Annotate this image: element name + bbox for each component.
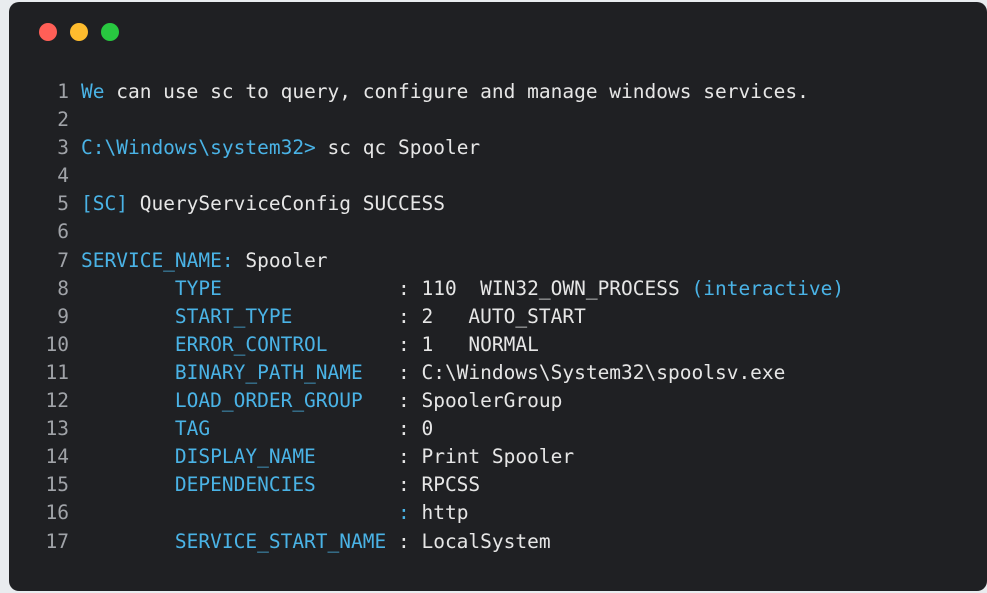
code-line: 8 TYPE : 110 WIN32_OWN_PROCESS (interact…: [9, 275, 987, 303]
line-text: We can use sc to query, configure and ma…: [81, 78, 809, 106]
line-text: DEPENDENCIES : RPCSS: [81, 471, 480, 499]
plain-text: can use sc to query, configure and manag…: [104, 80, 809, 103]
plain-text: http: [409, 501, 469, 525]
line-text: LOAD_ORDER_GROUP : SpoolerGroup: [81, 387, 562, 415]
keyword-text: C:\Windows\system32>: [81, 136, 316, 160]
code-line: 9 START_TYPE : 2 AUTO_START: [9, 303, 987, 331]
plain-text: sc qc Spooler: [315, 136, 481, 160]
line-number: 3: [57, 136, 69, 160]
plain-text: : Print Spooler: [397, 445, 575, 469]
code-line: 5 [SC] QueryServiceConfig SUCCESS: [9, 190, 987, 218]
code-block: 1 We can use sc to query, configure and m…: [9, 78, 987, 556]
line-text: START_TYPE : 2 AUTO_START: [81, 303, 586, 331]
line-number: 6: [57, 220, 69, 244]
plain-text: : C:\Windows\System32\spoolsv.exe: [397, 360, 786, 384]
line-number: 13: [45, 417, 69, 441]
line-number: 7: [57, 248, 69, 272]
code-line: 16 : http: [9, 499, 987, 527]
close-button[interactable]: [39, 23, 57, 41]
line-text: TAG : 0: [81, 415, 433, 443]
plain-text: : 0: [397, 417, 434, 441]
code-line: 12 LOAD_ORDER_GROUP : SpoolerGroup: [9, 387, 987, 415]
plain-text: QueryServiceConfig SUCCESS: [127, 192, 445, 216]
code-line: 13 TAG : 0: [9, 415, 987, 443]
line-text: : http: [81, 499, 468, 527]
plain-text: : 110 WIN32_OWN_PROCESS: [397, 276, 692, 300]
title-bar: [9, 2, 987, 62]
maximize-button[interactable]: [101, 23, 119, 41]
line-text: SERVICE_NAME: Spooler: [81, 247, 328, 275]
line-number: 12: [45, 389, 69, 413]
code-line: 14 DISPLAY_NAME : Print Spooler: [9, 443, 987, 471]
plain-text: : LocalSystem: [397, 529, 551, 553]
code-line: 6: [9, 218, 987, 246]
plain-text: : 2 AUTO_START: [397, 304, 586, 328]
keyword-text: BINARY_PATH_NAME: [81, 360, 398, 384]
keyword-text: :: [81, 501, 410, 525]
line-text: C:\Windows\system32> sc qc Spooler: [81, 134, 480, 162]
plain-text: Spooler: [233, 248, 328, 272]
line-number: 15: [45, 473, 69, 497]
minimize-button[interactable]: [70, 23, 88, 41]
plain-text: : SpoolerGroup: [397, 389, 563, 413]
keyword-text: TYPE: [81, 276, 398, 300]
line-text: [SC] QueryServiceConfig SUCCESS: [81, 190, 445, 218]
line-text: ERROR_CONTROL : 1 NORMAL: [81, 331, 539, 359]
code-line: 3 C:\Windows\system32> sc qc Spooler: [9, 134, 987, 162]
keyword-text: SERVICE_START_NAME: [81, 529, 398, 553]
line-number: 9: [57, 304, 69, 328]
keyword-text: [SC]: [81, 192, 128, 216]
terminal-window: 1 We can use sc to query, configure and m…: [9, 2, 987, 591]
line-number: 17: [45, 529, 69, 553]
line-number: 16: [45, 501, 69, 525]
plain-text: : 1 NORMAL: [397, 332, 539, 356]
line-text: DISPLAY_NAME : Print Spooler: [81, 443, 574, 471]
keyword-text: LOAD_ORDER_GROUP: [81, 389, 398, 413]
code-line: 1 We can use sc to query, configure and m…: [9, 78, 987, 106]
line-number: 5: [57, 192, 69, 216]
line-number: 14: [45, 445, 69, 469]
line-number: 4: [57, 164, 69, 188]
code-line: 15 DEPENDENCIES : RPCSS: [9, 471, 987, 499]
code-line: 10 ERROR_CONTROL : 1 NORMAL: [9, 331, 987, 359]
code-line: 2: [9, 106, 987, 134]
plain-text: : RPCSS: [397, 473, 481, 497]
line-number: 10: [45, 332, 69, 356]
code-line: 11 BINARY_PATH_NAME : C:\Windows\System3…: [9, 359, 987, 387]
keyword-text: DISPLAY_NAME: [81, 445, 398, 469]
keyword-text: SERVICE_NAME:: [81, 248, 234, 272]
keyword-text: (interactive): [691, 276, 845, 300]
keyword-text: DEPENDENCIES: [81, 473, 398, 497]
line-text: TYPE : 110 WIN32_OWN_PROCESS (interactiv…: [81, 275, 844, 303]
code-line: 4: [9, 162, 987, 190]
keyword-text: We: [81, 80, 105, 103]
line-number: 1: [57, 80, 69, 103]
keyword-text: START_TYPE: [81, 304, 398, 328]
line-text: BINARY_PATH_NAME : C:\Windows\System32\s…: [81, 359, 786, 387]
line-number: 11: [45, 360, 69, 384]
code-line: 17 SERVICE_START_NAME : LocalSystem: [9, 528, 987, 556]
keyword-text: TAG: [81, 417, 398, 441]
code-line: 7 SERVICE_NAME: Spooler: [9, 247, 987, 275]
line-text: SERVICE_START_NAME : LocalSystem: [81, 528, 551, 556]
line-number: 8: [57, 276, 69, 300]
line-number: 2: [57, 108, 69, 132]
keyword-text: ERROR_CONTROL: [81, 332, 398, 356]
